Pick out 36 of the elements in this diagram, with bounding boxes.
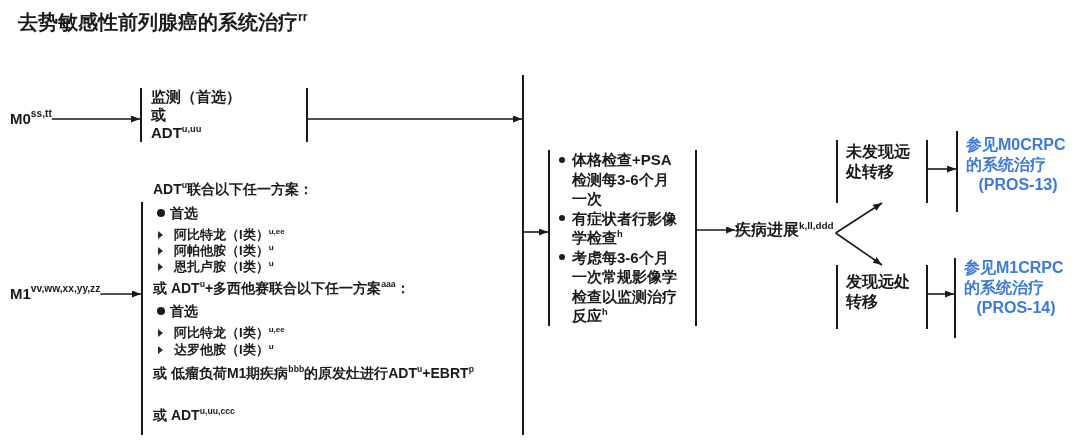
treatment-option: 或 低瘤负荷M1期疾病$^{bbb}$的原发灶进行ADT$^{u}$+EBRT$^{p}$ <box>153 365 474 381</box>
arrow <box>834 232 883 266</box>
treatment-option: 或 ADT$^{u}$+多西他赛联合以下任一方案$^{aaa}$： <box>153 280 410 296</box>
treatment-option: 监测（首选） <box>151 88 301 106</box>
arrow <box>51 115 141 123</box>
arrow <box>834 202 883 234</box>
option-heading: ADT$^{u}$联合以下任一方案： <box>153 181 314 197</box>
treatment-option: 阿比特龙（I类）$^{u,ee}$ <box>174 227 285 243</box>
treatment-option: 首选 <box>170 205 198 221</box>
treatment-option: 恩扎卢胺（I类）$^{u}$ <box>174 259 274 275</box>
treatment-option: 阿比特龙（I类）$^{u,ee}$ <box>174 325 285 341</box>
title: 去势敏感性前列腺癌的系统治疗$^{rr}$ <box>18 8 308 35</box>
stage-label: M1$^{vv,ww,xx,yy,zz}$ <box>10 283 101 305</box>
treatment-option: 阿帕他胺（I类）$^{u}$ <box>174 243 274 259</box>
stage-label: M0$^{ss,tt}$ <box>10 108 52 130</box>
reference-text: 参见M0CRPC的系统治疗 <box>966 135 1067 175</box>
follow-up-item: 考虑每3-6个月一次常规影像学检查以监测治疗反应$^{h}$ <box>572 247 678 326</box>
finding-text: 发现远处转移 <box>846 272 911 312</box>
treatment-option: 达罗他胺（I类）$^{u}$ <box>174 342 274 358</box>
reference-text: (PROS-13) <box>977 175 1059 195</box>
treatment-option: 或 <box>151 106 301 124</box>
status-text: 疾病进展$^{k,ll,ddd}$ <box>735 220 834 240</box>
arrow <box>99 290 142 298</box>
follow-up-item: 有症状者行影像学检查$^{h}$ <box>572 208 678 248</box>
arrow <box>523 228 549 236</box>
reference-text: (PROS-14) <box>975 298 1057 318</box>
treatment-option: 首选 <box>170 303 198 319</box>
treatment-option: 或 ADT$^{u,uu,ccc}$ <box>153 407 235 423</box>
arrow <box>696 226 736 234</box>
arrow <box>927 165 957 173</box>
arrow <box>307 115 523 123</box>
finding-text: 未发现远处转移 <box>846 142 911 182</box>
arrow <box>927 290 955 298</box>
follow-up-item: 体格检查+PSA检测每3-6个月一次 <box>572 150 673 209</box>
treatment-option: ADT$^{u,uu}$ <box>151 124 301 142</box>
reference-text: 参见M1CRPC的系统治疗 <box>964 258 1065 298</box>
